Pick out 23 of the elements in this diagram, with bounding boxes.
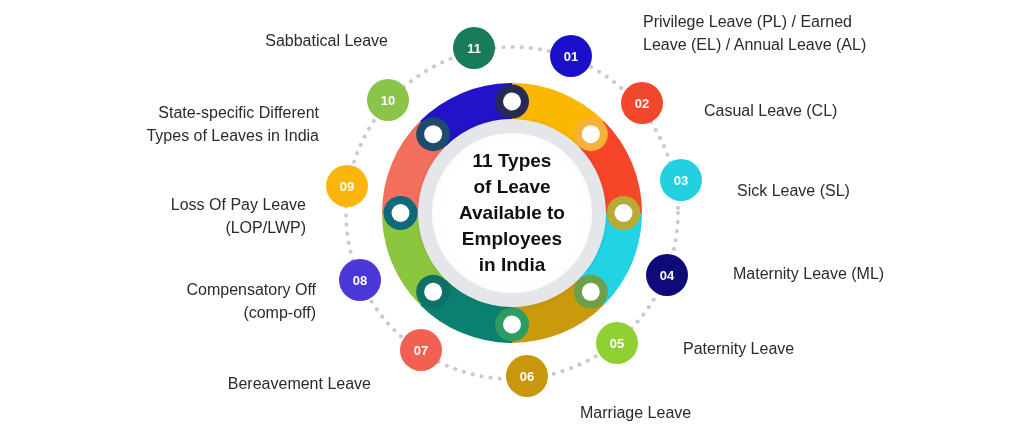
number-badge: 02 — [621, 82, 663, 124]
number-badge: 04 — [646, 254, 688, 296]
leave-type-label: Marriage Leave — [580, 403, 692, 423]
number-badge: 07 — [400, 329, 442, 371]
leave-type-label: State-specific Different Types of Leaves in India — [145, 103, 319, 146]
leave-type-label: Paternity Leave — [683, 339, 795, 359]
leave-type-label: Compensatory Off (comp-off) — [185, 280, 316, 323]
number-badge: 08 — [339, 259, 381, 301]
center-title: 11 Types of Leave Available to Employees in India — [458, 149, 566, 277]
leave-type-label: Bereavement Leave — [227, 374, 371, 394]
number-badge: 05 — [596, 322, 638, 364]
leave-type-label: Sabbatical Leave — [265, 31, 388, 51]
leave-type-label: Casual Leave (CL) — [704, 101, 838, 121]
number-badge: 11 — [453, 27, 495, 69]
leave-type-label: Sick Leave (SL) — [737, 181, 850, 201]
leave-type-label: Maternity Leave (ML) — [733, 264, 885, 284]
number-badge: 01 — [550, 35, 592, 77]
number-badge: 03 — [660, 159, 702, 201]
leave-type-label: Privilege Leave (PL) / Earned Leave (EL) / Annual Leave (AL) — [643, 12, 868, 55]
number-badge: 10 — [367, 79, 409, 121]
leave-type-label: Loss Of Pay Leave (LOP/LWP) — [169, 195, 306, 238]
number-badge: 06 — [506, 355, 548, 397]
number-badge: 09 — [326, 165, 368, 207]
